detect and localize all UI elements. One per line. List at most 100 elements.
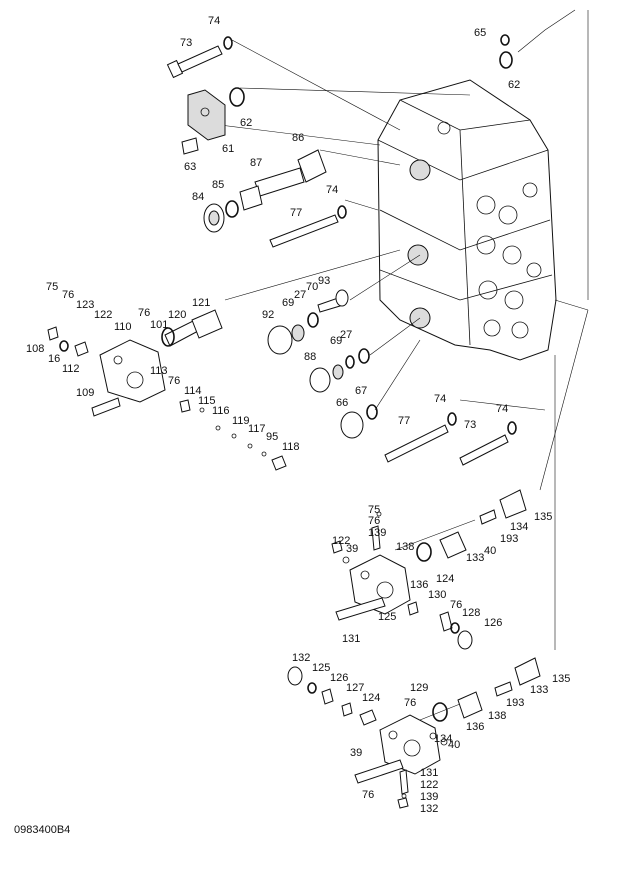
part-number-label: 63: [184, 161, 196, 173]
part-number-label: 139: [368, 527, 386, 539]
assembly-leader-lines: [219, 9, 589, 721]
plug-88-69-27: [309, 348, 370, 393]
sub-assembly-131-lower: [287, 657, 541, 809]
part-number-label: 108: [26, 343, 44, 355]
part-number-label: 93: [318, 275, 330, 287]
part-number-label: 76: [404, 697, 416, 709]
plug-63: [181, 137, 199, 155]
part-number-label: 136: [410, 579, 428, 591]
part-number-label: 124: [362, 692, 380, 704]
plug-84-85: [203, 200, 239, 233]
bolt-73-top: [166, 36, 233, 79]
part-number-label: 124: [436, 573, 454, 585]
part-number-label: 122: [420, 779, 438, 791]
part-number-label: 113: [150, 365, 168, 377]
part-number-label: 122: [94, 309, 112, 321]
part-number-label: 132: [292, 652, 310, 664]
part-number-label: 76: [368, 515, 380, 527]
part-number-label: 40: [448, 739, 460, 751]
part-number-label: 62: [240, 117, 252, 129]
part-number-label: 39: [350, 747, 362, 759]
part-number-label: 40: [484, 545, 496, 557]
part-number-label: 76: [62, 289, 74, 301]
plate-61: [187, 87, 245, 141]
part-number-label: 130: [428, 589, 446, 601]
plug-92-69-27: [267, 289, 349, 355]
part-number-label: 125: [312, 662, 330, 674]
part-number-label: 126: [330, 672, 348, 684]
part-number-label: 86: [292, 132, 304, 144]
part-number-label: 114: [184, 385, 202, 397]
part-number-label: 69: [282, 297, 294, 309]
part-number-label: 112: [62, 363, 80, 375]
part-number-label: 92: [262, 309, 274, 321]
part-number-label: 77: [398, 415, 410, 427]
part-number-label: 138: [488, 710, 506, 722]
part-number-label: 87: [250, 157, 262, 169]
part-number-label: 135: [552, 673, 570, 685]
part-number-label: 16: [48, 353, 60, 365]
part-number-label: 122: [332, 535, 350, 547]
part-number-label: 193: [500, 533, 518, 545]
part-number-label: 76: [138, 307, 150, 319]
part-number-label: 76: [450, 599, 462, 611]
part-number-label: 133: [466, 552, 484, 564]
diagram-code: 0983400B4: [14, 824, 71, 836]
part-number-label: 27: [294, 289, 306, 301]
part-number-label: 74: [434, 393, 446, 405]
part-number-label: 76: [362, 789, 374, 801]
part-number-label: 110: [114, 321, 132, 333]
part-number-label: 119: [232, 415, 250, 427]
part-number-label: 131: [342, 633, 360, 645]
bolts-77-73-lower: [384, 412, 517, 466]
part-number-label: 129: [410, 682, 428, 694]
part-number-label: 193: [506, 697, 524, 709]
part-number-label: 74: [326, 184, 338, 196]
part-number-label: 75: [368, 504, 380, 516]
part-number-label: 69: [330, 335, 342, 347]
part-number-label: 95: [266, 431, 278, 443]
part-number-label: 88: [304, 351, 316, 363]
cover-110-assembly: [47, 309, 287, 471]
part-number-label: 135: [534, 511, 552, 523]
part-number-label: 121: [192, 297, 210, 309]
part-number-label: 70: [306, 281, 318, 293]
part-number-label: 116: [212, 405, 230, 417]
part-number-label: 67: [355, 385, 367, 397]
part-number-label: 120: [168, 309, 186, 321]
part-number-label: 73: [180, 37, 192, 49]
part-number-label: 118: [282, 441, 300, 453]
part-number-label: 117: [248, 423, 266, 435]
spool-86-87: [239, 149, 327, 211]
main-valve-body: [377, 79, 557, 361]
part-number-label: 73: [464, 419, 476, 431]
part-number-label: 101: [150, 319, 168, 331]
bolt-77-upper: [269, 205, 347, 248]
part-number-label: 27: [340, 329, 352, 341]
part-number-label: 74: [496, 403, 508, 415]
part-number-label: 75: [46, 281, 58, 293]
part-number-label: 39: [346, 543, 358, 555]
part-number-label: 136: [466, 721, 484, 733]
part-number-label: 115: [198, 395, 216, 407]
part-number-label: 132: [420, 803, 438, 815]
part-number-label: 74: [208, 15, 220, 27]
part-number-label: 134: [434, 733, 452, 745]
oring-65-62: [499, 34, 513, 69]
part-number-label: 126: [484, 617, 502, 629]
part-number-label: 85: [212, 179, 224, 191]
part-number-label: 138: [396, 541, 414, 553]
part-number-label: 131: [420, 767, 438, 779]
part-number-label: 65: [474, 27, 486, 39]
part-number-label: 76: [168, 375, 180, 387]
part-number-label: 134: [510, 521, 528, 533]
part-number-label: 61: [222, 143, 234, 155]
part-number-label: 77: [290, 207, 302, 219]
part-number-label: 133: [530, 684, 548, 696]
part-number-label: 139: [420, 791, 438, 803]
part-number-label: 62: [508, 79, 520, 91]
part-number-label: 66: [336, 397, 348, 409]
part-number-label: 128: [462, 607, 480, 619]
